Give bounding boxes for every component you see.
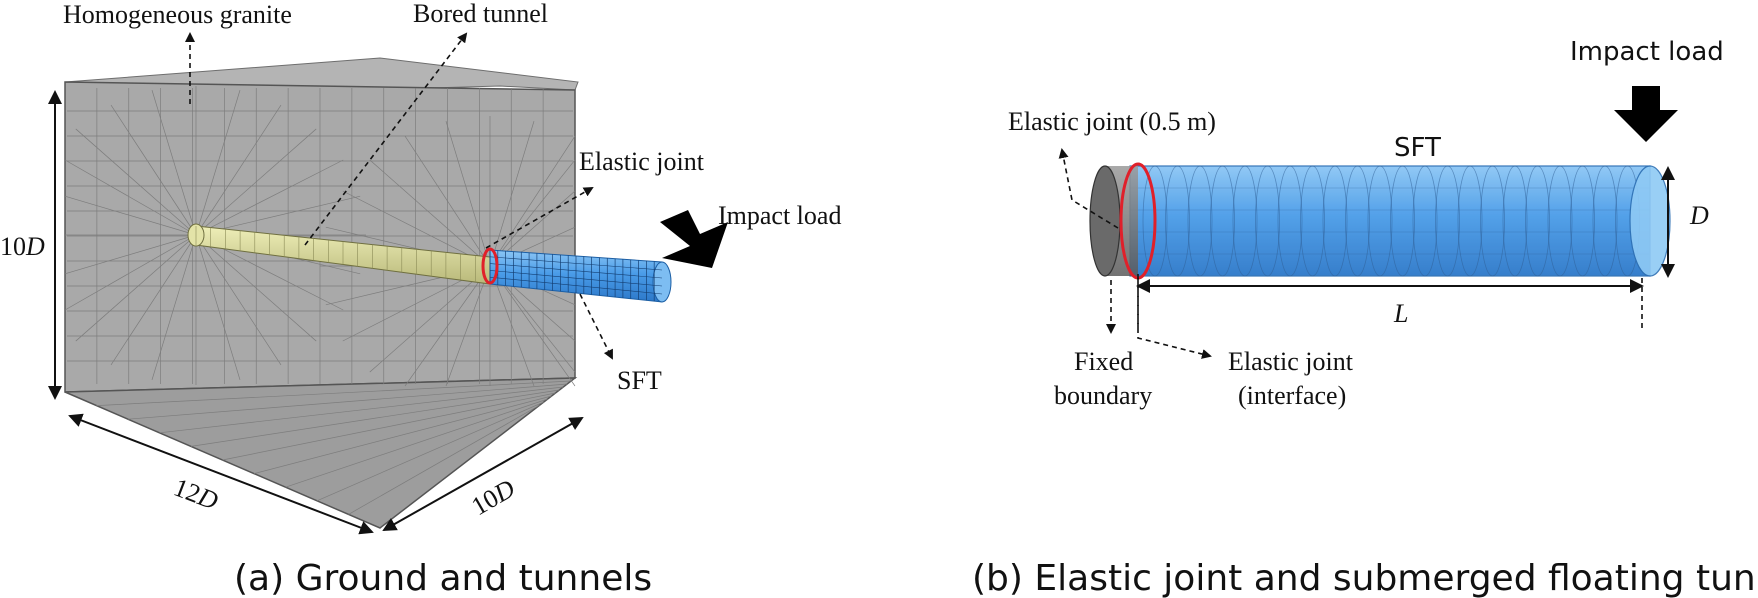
dim-l-label: L — [1393, 299, 1408, 328]
label-impact-load-b: Impact load — [1570, 37, 1724, 67]
elastic-joint-segment — [1089, 162, 1157, 280]
leader-interface — [1137, 274, 1212, 359]
impact-load-arrow-b — [1614, 86, 1678, 142]
impact-load-arrow-a — [660, 210, 728, 268]
bored-tunnel — [187, 223, 491, 285]
label-bored-tunnel: Bored tunnel — [413, 0, 548, 28]
panel-b: D L Elastic joint (0.5 m) SFT Impact loa… — [972, 37, 1758, 598]
dim-height-label: 10D — [0, 232, 45, 261]
leader-sft — [579, 293, 613, 360]
panel-a: Homogeneous granite Bored tunnel Elastic… — [0, 0, 841, 598]
label-granite: Homogeneous granite — [63, 0, 292, 29]
label-interface-2: (interface) — [1238, 381, 1346, 410]
caption-a: (a) Ground and tunnels — [234, 558, 652, 598]
granite-block — [64, 57, 579, 529]
dim-d-label: D — [1689, 201, 1709, 230]
sft-tube-b-body — [1129, 165, 1651, 277]
leader-elastic-joint — [485, 187, 594, 249]
caption-b: (b) Elastic joint and submerged floating… — [972, 558, 1758, 598]
label-elastic-joint-a: Elastic joint — [579, 147, 705, 176]
elastic-joint-ring-a — [481, 247, 499, 285]
sft-tube-b-far-end — [1629, 165, 1671, 277]
label-fixed-boundary-2: boundary — [1054, 381, 1152, 410]
sft-tube-b — [1129, 165, 1671, 277]
dim-depth-label: 10D — [467, 474, 520, 522]
dim-width-arrow — [68, 413, 374, 535]
dim-width-label: 12D — [170, 473, 222, 516]
sft-tube-a-end — [652, 261, 672, 303]
sft-tube-a — [481, 247, 672, 303]
label-fixed-boundary-1: Fixed — [1074, 347, 1133, 376]
bored-tunnel-mesh — [195, 226, 476, 283]
dim-depth-arrow — [382, 417, 584, 531]
fixed-boundary-face — [1089, 165, 1121, 277]
label-elastic-joint-length: Elastic joint (0.5 m) — [1008, 107, 1216, 136]
label-interface-1: Elastic joint — [1228, 347, 1354, 376]
sft-tube-b-rings — [1130, 165, 1650, 277]
label-sft-b: SFT — [1394, 133, 1441, 163]
label-sft-a: SFT — [617, 366, 662, 395]
sft-tube-a-mesh — [489, 250, 663, 302]
label-impact-load-a: Impact load — [718, 201, 841, 230]
